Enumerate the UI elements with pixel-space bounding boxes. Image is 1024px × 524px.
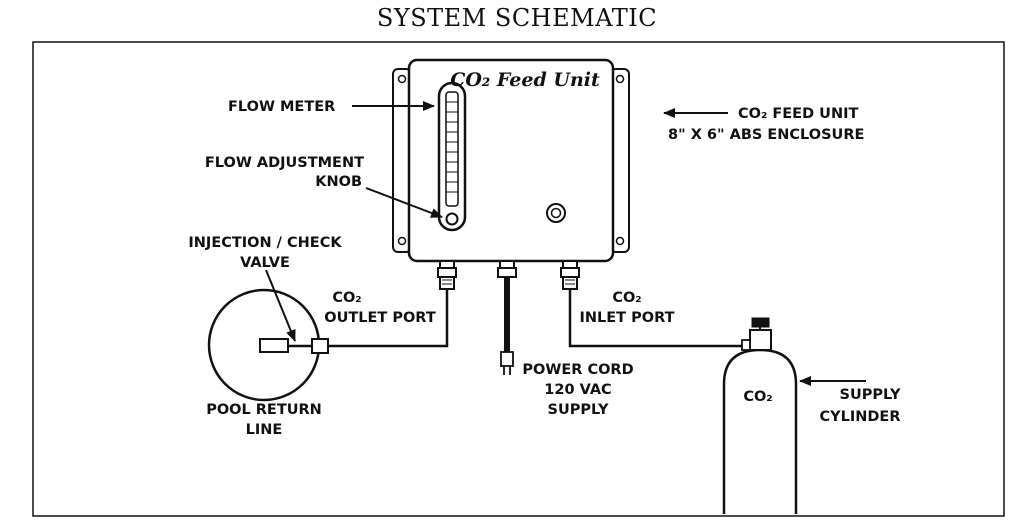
flow-adjustment-label: FLOW ADJUSTMENT [205, 155, 364, 171]
pool-return-label: POOL RETURN [206, 402, 322, 418]
pool-return-label-2: LINE [246, 422, 283, 438]
indicator-light [546, 203, 566, 223]
cylinder-co2-label: CO₂ [743, 389, 772, 405]
power-voltage-label: 120 VAC [544, 382, 611, 398]
pool-return-line [207, 288, 329, 402]
power-supply-label: SUPPLY [548, 402, 609, 418]
outlet-port-label-2: OUTLET PORT [324, 310, 436, 326]
flow-adjustment-label-2: KNOB [315, 174, 362, 190]
flow-meter-label: FLOW METER [228, 99, 335, 115]
outer-frame [32, 41, 1005, 517]
co2-supply-cylinder [722, 317, 798, 514]
power-cord-fitting [497, 260, 517, 278]
inlet-fitting [560, 260, 580, 290]
flow-meter-tube [437, 81, 467, 232]
diagram-title: SYSTEM SCHEMATIC [377, 4, 657, 32]
inlet-co2-line [568, 289, 742, 348]
inlet-port-label: CO₂ [612, 290, 641, 306]
supply-cylinder-label: SUPPLY [840, 387, 901, 403]
cylinder-valve-handle [751, 317, 770, 328]
cylinder-valve [749, 329, 772, 351]
feed-unit-label: CO₂ FEED UNIT [738, 106, 858, 122]
power-cord [500, 277, 514, 375]
injection-valve-label: INJECTION / CHECK [188, 235, 342, 251]
check-valve-arrow [265, 269, 296, 342]
injection-fitting [311, 338, 329, 354]
feed-unit-enclosure: CO₂ Feed Unit [392, 58, 630, 263]
injection-check-valve [259, 338, 289, 353]
injection-valve-label-2: VALVE [240, 255, 290, 271]
outlet-port-label: CO₂ [332, 290, 361, 306]
outlet-co2-line [328, 289, 449, 348]
supply-cylinder-label-2: CYLINDER [819, 409, 900, 425]
unit-title: CO₂ Feed Unit [450, 69, 600, 91]
power-cord-label: POWER CORD [522, 362, 633, 378]
flow-adjustment-knob [445, 212, 459, 226]
outlet-fitting [437, 260, 457, 290]
enclosure-size-label: 8" X 6" ABS ENCLOSURE [668, 127, 864, 143]
inlet-port-label-2: INLET PORT [580, 310, 675, 326]
knob-arrow [365, 187, 443, 218]
